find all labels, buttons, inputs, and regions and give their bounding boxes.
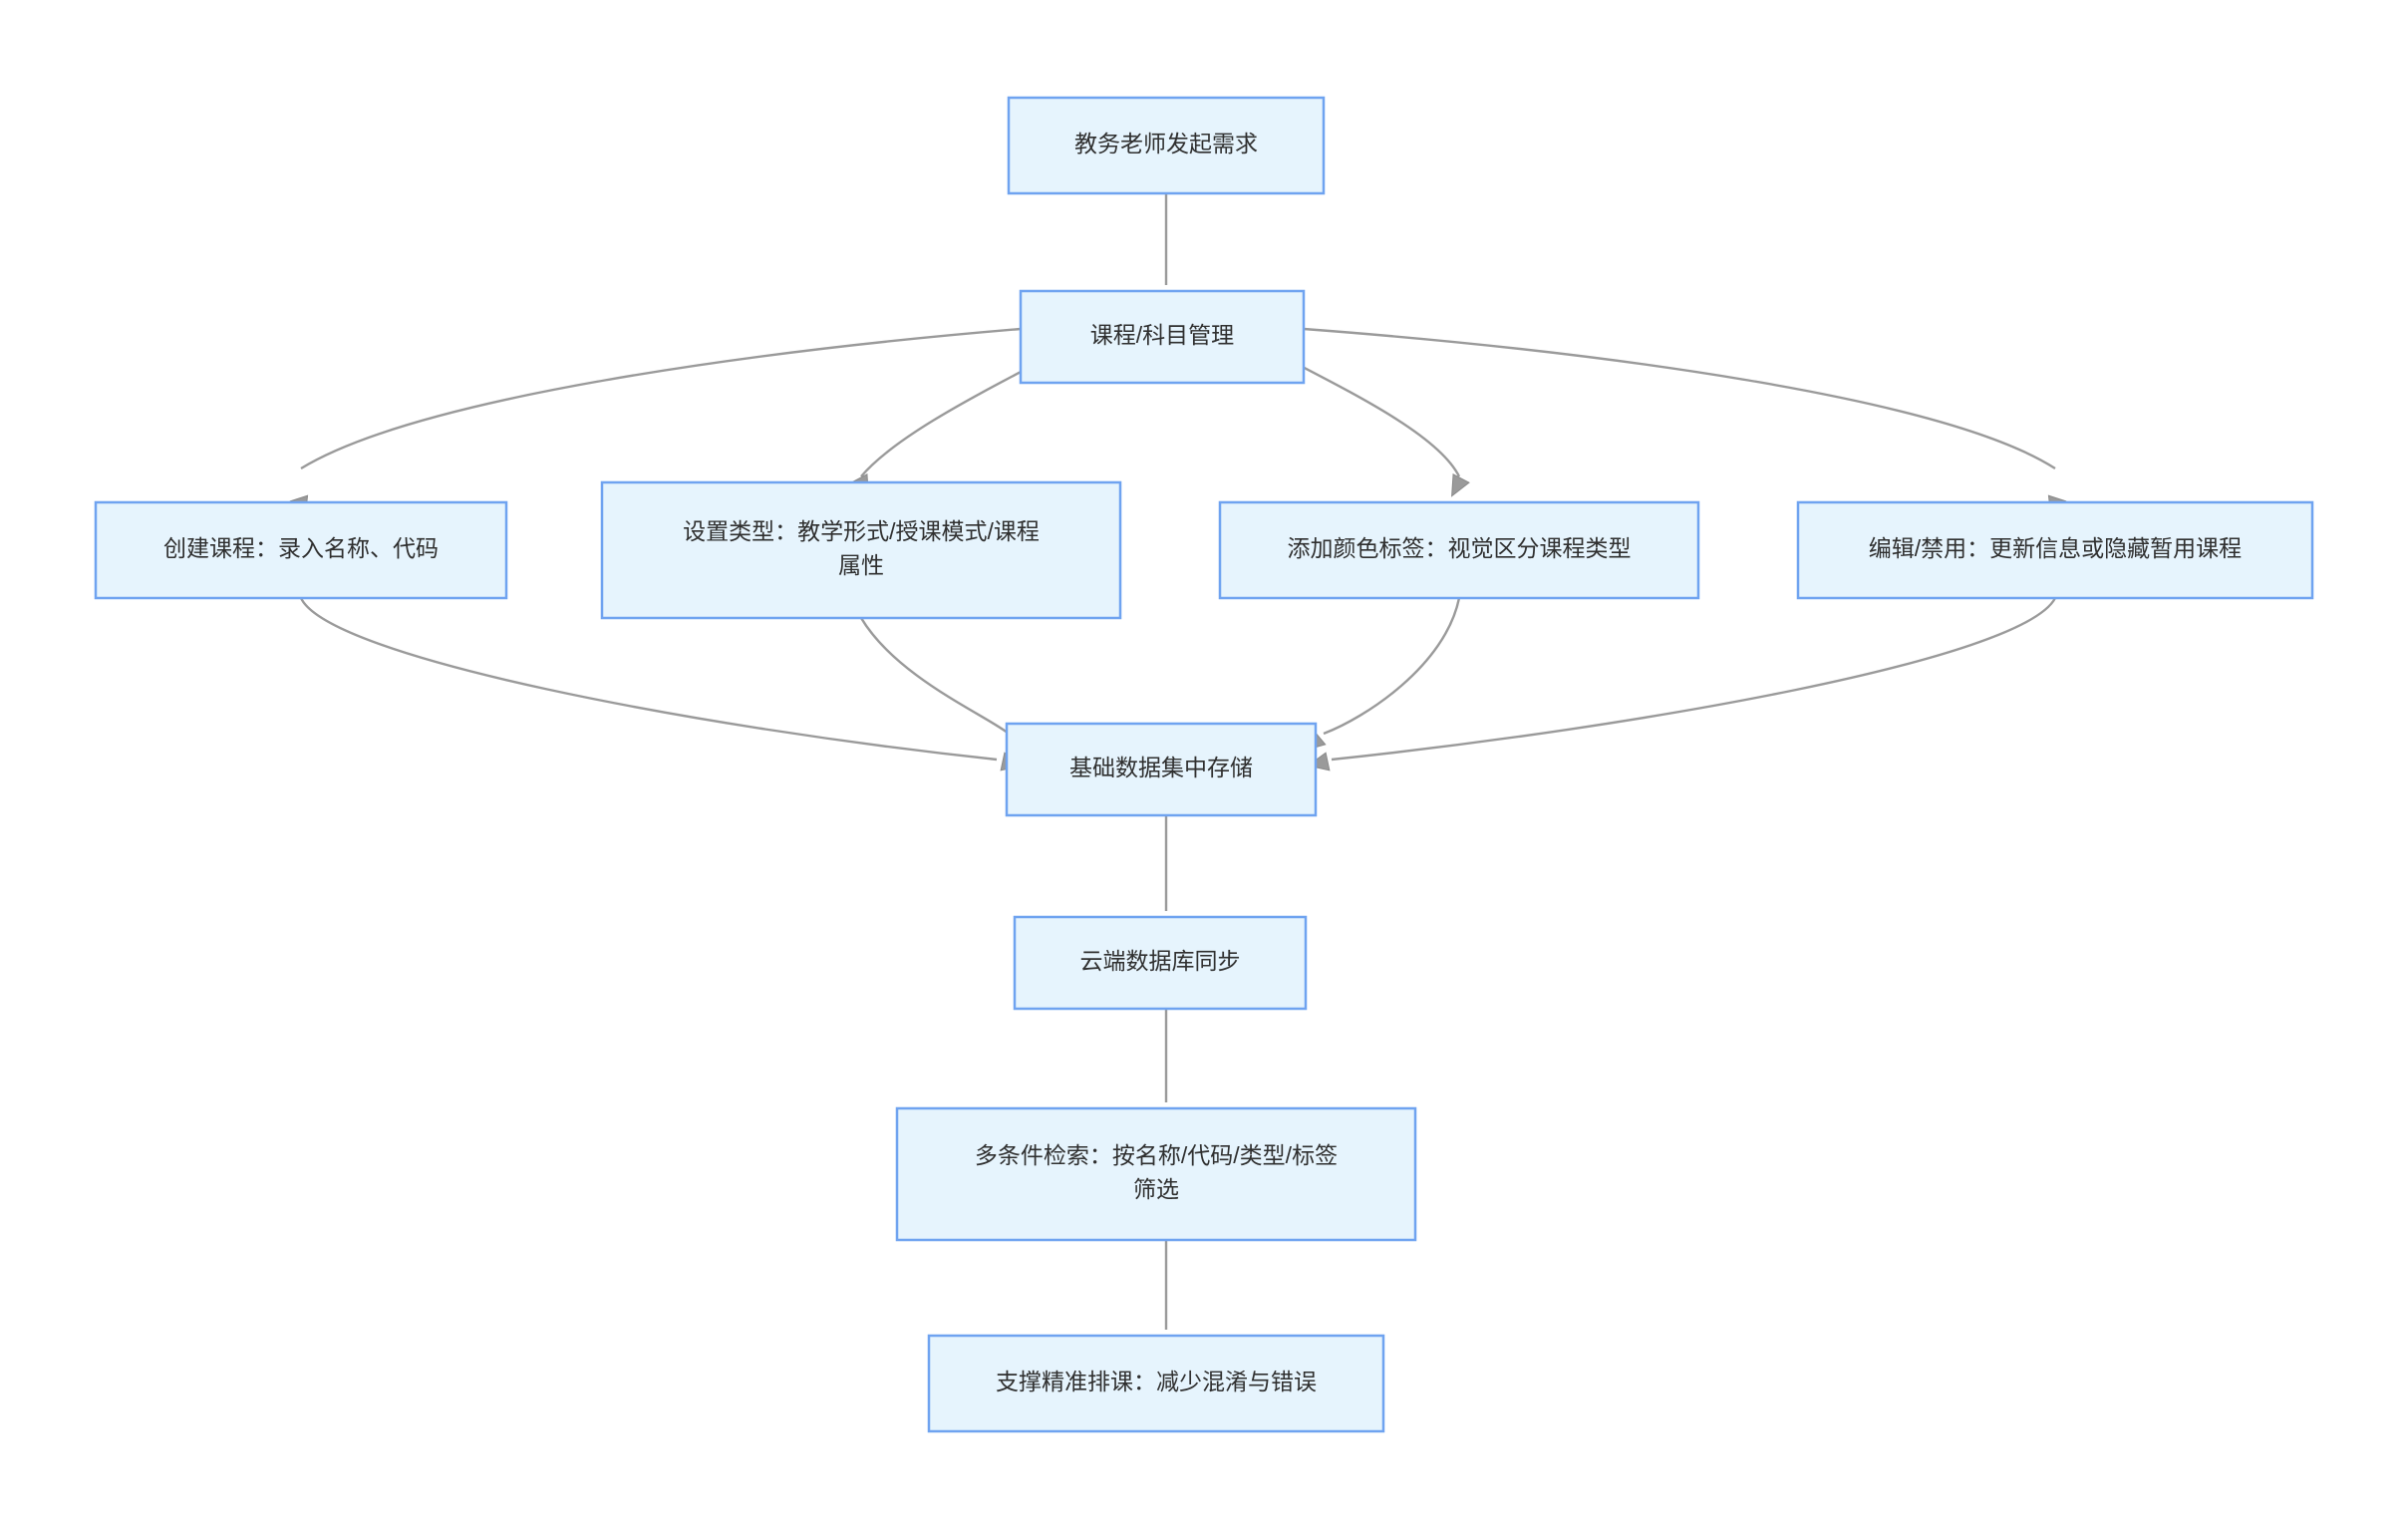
flow-node-n7[interactable]: 基础数据集中存储 (1005, 722, 1318, 817)
edge-n6-to-n7 (1307, 597, 2057, 771)
node-box[interactable] (600, 480, 1122, 620)
node-label-line: 添加颜色标签：视觉区分课程类型 (1288, 535, 1632, 561)
flow-node-n4[interactable]: 设置类型：教学形式/授课模式/课程属性 (600, 480, 1122, 620)
node-label-line: 筛选 (1133, 1176, 1179, 1202)
node-box[interactable] (1218, 500, 1700, 600)
node-label-line: 基础数据集中存储 (1069, 755, 1253, 780)
node-label-line: 课程/科目管理 (1090, 322, 1234, 348)
node-box[interactable] (1013, 915, 1308, 1011)
node-label-line: 设置类型：教学形式/授课模式/课程 (683, 518, 1040, 544)
flow-node-n5[interactable]: 添加颜色标签：视觉区分课程类型 (1218, 500, 1700, 600)
node-label-line: 编辑/禁用：更新信息或隐藏暂用课程 (1869, 535, 2242, 561)
node-box[interactable] (1005, 722, 1318, 817)
node-box[interactable] (1796, 500, 2314, 600)
node-label: 设置类型：教学形式/授课模式/课程属性 (683, 518, 1040, 578)
flow-node-n2[interactable]: 课程/科目管理 (1019, 289, 1306, 385)
node-label-line: 属性 (838, 552, 884, 578)
node-label-line: 教务老师发起需求 (1074, 131, 1258, 156)
flow-node-n3[interactable]: 创建课程：录入名称、代码 (94, 500, 508, 600)
node-label-line: 云端数据库同步 (1080, 948, 1241, 974)
node-label: 云端数据库同步 (1080, 948, 1241, 974)
node-box[interactable] (1007, 96, 1326, 195)
edge-line (1331, 597, 2057, 762)
node-box[interactable] (895, 1106, 1417, 1242)
flow-node-n9[interactable]: 多条件检索：按名称/代码/类型/标签筛选 (895, 1106, 1417, 1242)
edge-line (859, 617, 1010, 735)
node-label: 添加颜色标签：视觉区分课程类型 (1288, 535, 1632, 561)
arrow-head-icon (1451, 472, 1470, 497)
node-label-line: 创建课程：录入名称、代码 (163, 535, 439, 561)
flow-node-n6[interactable]: 编辑/禁用：更新信息或隐藏暂用课程 (1796, 500, 2314, 600)
node-label: 创建课程：录入名称、代码 (163, 535, 439, 561)
node-label-line: 多条件检索：按名称/代码/类型/标签 (975, 1142, 1338, 1168)
node-box[interactable] (927, 1334, 1385, 1433)
node-label: 基础数据集中存储 (1069, 755, 1253, 780)
node-label: 支撑精准排课：减少混淆与错误 (996, 1369, 1317, 1394)
node-box[interactable] (94, 500, 508, 600)
edge-n2-to-n6 (1303, 327, 2067, 519)
edge-n5-to-n7 (1303, 597, 1461, 752)
node-label: 编辑/禁用：更新信息或隐藏暂用课程 (1869, 535, 2242, 561)
edge-line (299, 597, 998, 762)
edge-line (1303, 327, 2056, 470)
edge-line (300, 327, 1022, 470)
edge-line (1323, 597, 1461, 736)
node-label: 课程/科目管理 (1090, 322, 1234, 348)
flow-node-n10[interactable]: 支撑精准排课：减少混淆与错误 (927, 1334, 1385, 1433)
node-label: 教务老师发起需求 (1074, 131, 1258, 156)
node-label: 多条件检索：按名称/代码/类型/标签筛选 (975, 1142, 1338, 1202)
edge-n3-to-n7 (299, 597, 1024, 771)
flow-node-n1[interactable]: 教务老师发起需求 (1007, 96, 1326, 195)
node-label-line: 支撑精准排课：减少混淆与错误 (996, 1369, 1317, 1394)
node-box[interactable] (1019, 289, 1306, 385)
flow-node-n8[interactable]: 云端数据库同步 (1013, 915, 1308, 1011)
